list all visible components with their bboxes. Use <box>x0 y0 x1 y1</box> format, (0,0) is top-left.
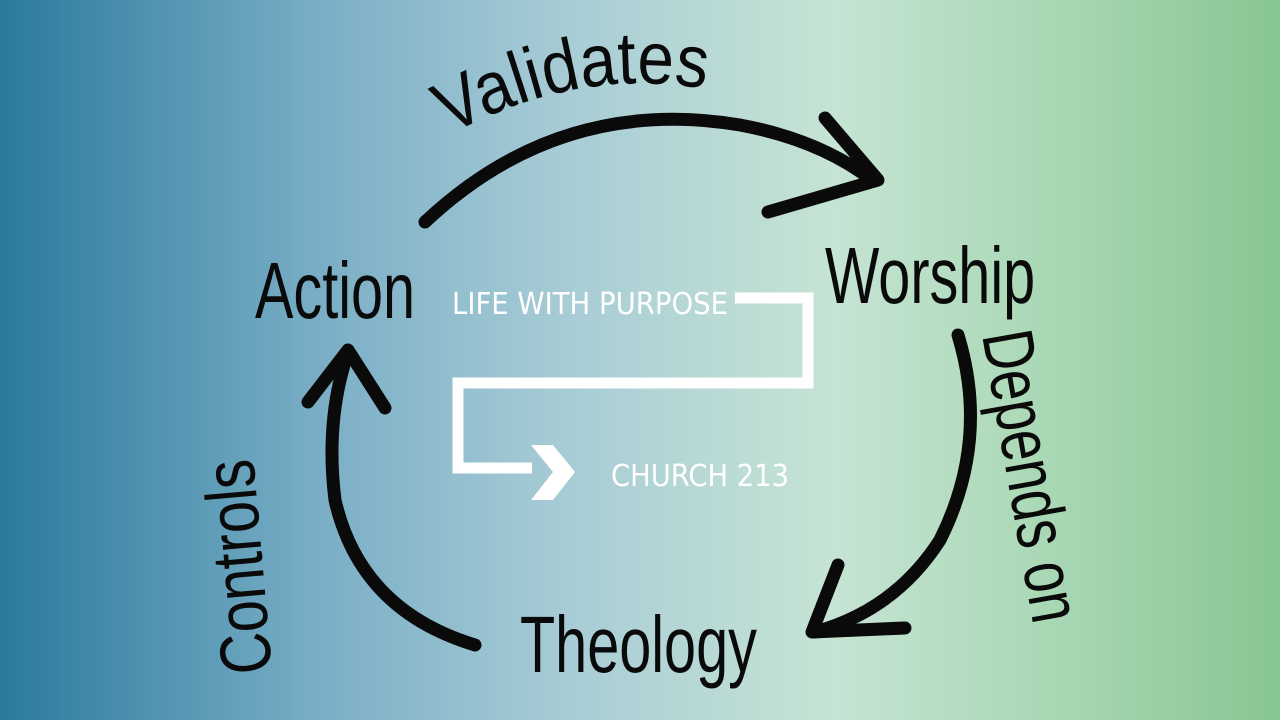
node-worship: Worship <box>825 231 1035 321</box>
node-action: Action <box>255 246 415 336</box>
arrow-depends-on <box>805 328 977 639</box>
logo-church-name: CHURCH 213 <box>611 459 789 494</box>
logo-tagline: LIFE WITH PURPOSE <box>452 287 728 322</box>
node-theology: Theology <box>520 600 757 690</box>
logo: LIFE WITH PURPOSE CHURCH 213 <box>452 287 814 500</box>
chevron-right-icon <box>531 445 575 500</box>
arrow-validates <box>418 111 885 229</box>
edge-label-controls: Controls <box>190 456 288 677</box>
arrow-controls <box>301 343 482 652</box>
edge-label-depends-on: Depends on <box>966 324 1096 628</box>
